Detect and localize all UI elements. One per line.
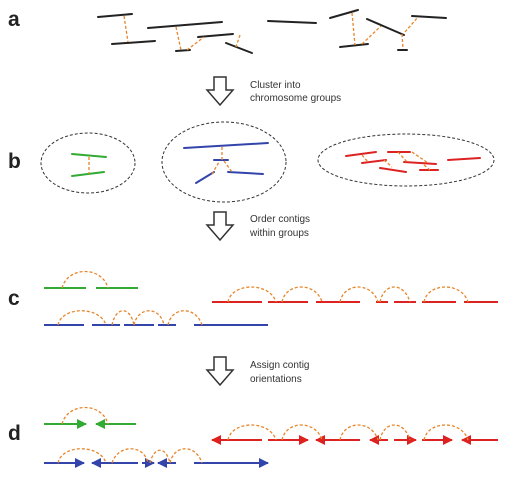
down-arrow-icon: [205, 211, 235, 242]
step-3-line-2: orientations: [250, 374, 302, 385]
step-2-line-1: Order contigs: [250, 214, 310, 225]
step-1-line-2: chromosome groups: [250, 93, 341, 104]
group-ellipse-blue: [161, 121, 287, 203]
down-arrow-icon: [205, 356, 235, 387]
blue-group-contigs: [183, 142, 269, 184]
panel-label-a: a: [8, 8, 20, 31]
panel-a-links: [123, 12, 419, 51]
contig: [366, 18, 405, 36]
contig: [225, 42, 253, 54]
down-arrow-icon: [205, 76, 235, 107]
panel-label-b: b: [8, 150, 21, 173]
contig: [329, 9, 359, 19]
contig: [339, 43, 369, 48]
contig: [411, 15, 447, 19]
step-1-line-1: Cluster into: [250, 80, 301, 91]
group-ellipse-green: [40, 132, 136, 194]
step-2-line-2: within groups: [249, 228, 309, 239]
red-group-contigs: [345, 151, 481, 173]
contig: [197, 33, 234, 38]
panel-a-contigs: [97, 9, 447, 54]
step-3-line-1: Assign contig: [250, 360, 309, 371]
contig: [111, 40, 156, 45]
panel-label-d: d: [8, 422, 21, 445]
contig: [175, 49, 191, 52]
contig: [147, 21, 223, 29]
green-group-contigs: [71, 153, 107, 177]
panel-b-groups: [40, 121, 495, 203]
contig: [267, 20, 317, 24]
group-ellipse-red: [317, 133, 495, 187]
panel-label-c: c: [8, 287, 20, 310]
contig: [97, 13, 133, 18]
